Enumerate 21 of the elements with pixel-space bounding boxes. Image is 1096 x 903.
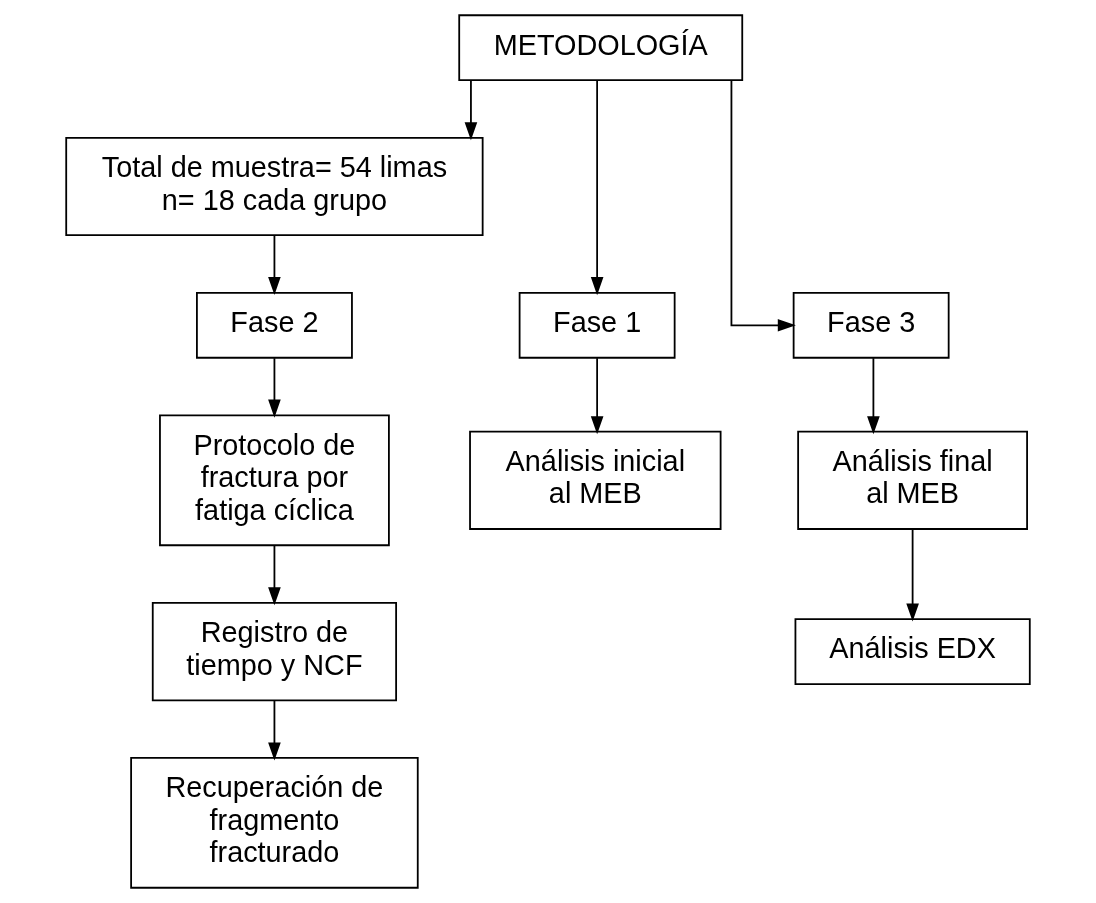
arrow [867, 357, 880, 435]
arrow [268, 544, 281, 606]
arrow [590, 357, 604, 435]
node-box: Análisis inicial al MEB [469, 430, 722, 530]
node-box: Fase 1 [518, 291, 676, 359]
arrow [268, 699, 281, 761]
arrow [268, 357, 281, 418]
arrow [590, 79, 604, 296]
arrow [268, 234, 281, 295]
arrow [730, 79, 796, 332]
node-box: Protocolo de fractura por fatiga cíclica [159, 414, 390, 547]
node-box: Análisis EDX [794, 618, 1031, 685]
node-box: Fase 3 [792, 291, 950, 359]
node-box: Análisis final al MEB [797, 430, 1028, 530]
node-box: Fase 2 [196, 291, 353, 359]
node-box: Registro de tiempo y NCF [151, 602, 397, 702]
node-box: Total de muestra= 54 limas n= 18 cada grupo [65, 136, 484, 237]
node-box: METODOLOGÍA [458, 14, 744, 82]
node-box: Recuperación de fragmento fracturado [130, 757, 419, 889]
arrow [906, 528, 919, 622]
arrow [464, 79, 478, 141]
